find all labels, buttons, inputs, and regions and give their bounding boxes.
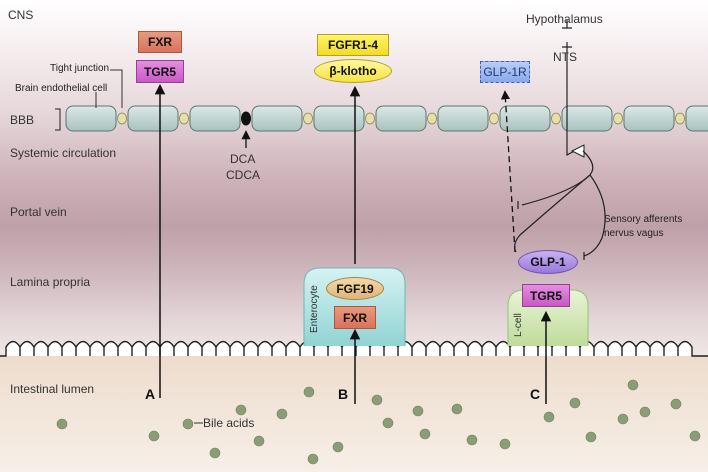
nervus-vagus-label: nervus vagus — [604, 228, 664, 239]
bile-acid-dot — [412, 405, 424, 417]
tight-junction — [551, 112, 561, 125]
tight-junction-pointer — [110, 69, 123, 108]
nodose-ganglion-icon — [570, 144, 585, 158]
bile-acid-dot — [253, 435, 265, 447]
tight-junction — [489, 112, 499, 125]
bile-acid-dot — [466, 434, 478, 446]
bile-acid-dot — [148, 430, 160, 442]
pathway-b-label: B — [338, 386, 349, 402]
l-cell-label: L-cell — [513, 313, 524, 337]
bile-acid-dot — [689, 430, 701, 442]
blood-brain-barrier — [65, 105, 708, 132]
region-bbb: BBB — [10, 113, 35, 127]
endothelial-cell — [561, 105, 613, 132]
fgf19-hormone: FGF19 — [326, 277, 384, 300]
endothelial-cell — [499, 105, 551, 132]
endothelial-cell — [375, 105, 427, 132]
tight-junction — [427, 112, 437, 125]
bile-acid-dot — [585, 431, 597, 443]
bile-acid-dot — [419, 428, 431, 440]
nts-synapse-mark — [562, 42, 572, 48]
tgr5-l-cell-receptor: TGR5 — [522, 284, 570, 307]
region-lamina-propria: Lamina propria — [10, 275, 91, 289]
bile-acid-dot — [307, 453, 319, 465]
endothelial-cell — [251, 105, 303, 132]
beta-klotho-coreceptor: β-klotho — [314, 59, 392, 83]
tight-junction — [675, 112, 685, 125]
endothelial-cell — [313, 105, 365, 132]
fgfr1-4-receptor: FGFR1-4 — [317, 34, 389, 56]
region-intestinal-lumen: Intestinal lumen — [10, 382, 95, 396]
sensory-afferents-label: Sensory afferents — [604, 214, 683, 225]
tight-junction-label: Tight junction — [50, 63, 110, 74]
bile-acid-dot — [569, 397, 581, 409]
bile-acid-particles — [56, 379, 701, 465]
bile-acid-dot — [303, 386, 315, 398]
bile-acid-dot — [543, 411, 555, 423]
hypothalamus-label: Hypothalamus — [526, 12, 603, 26]
glp1-to-glp1r-dashed-arrow — [500, 90, 516, 253]
tight-junction — [179, 112, 189, 125]
bile-acid-dot — [617, 413, 629, 425]
fxr-cns-receptor: FXR — [138, 31, 182, 53]
endothelial-cell — [623, 105, 675, 132]
glp-1r-receptor: GLP-1R — [480, 61, 530, 83]
intestinal-lumen-area — [0, 355, 708, 472]
region-systemic-circulation: Systemic circulation — [10, 146, 117, 160]
endothelial-cell — [437, 105, 489, 132]
region-portal-vein: Portal vein — [10, 205, 67, 219]
bile-acid-dot — [499, 438, 511, 450]
bbb-bracket — [55, 108, 61, 131]
bile-acid-dot — [670, 398, 682, 410]
region-cns: CNS — [8, 8, 34, 22]
bile-acid-dot — [371, 394, 383, 406]
enterocyte-label: Enterocyte — [309, 285, 320, 333]
dca-label: DCA — [230, 152, 256, 166]
cdca-label: CDCA — [226, 168, 261, 182]
tight-junction — [117, 112, 127, 125]
bile-acid-dot — [209, 447, 221, 459]
vagal-afferent-to-glp1 — [514, 174, 591, 253]
dca-transporter-junction — [241, 111, 251, 126]
fxr-enterocyte-receptor: FXR — [334, 306, 376, 329]
vagal-afferent-branch-lower — [583, 174, 606, 260]
endothelial-cell — [189, 105, 241, 132]
bile-acid-dot — [276, 408, 288, 420]
hypothalamus-synapse-mark — [562, 20, 572, 29]
bile-acid-dot — [639, 406, 651, 418]
tgr5-cns-receptor: TGR5 — [136, 60, 184, 83]
nts-label: NTS — [553, 50, 577, 64]
tight-junction — [365, 112, 375, 125]
tight-junction — [613, 112, 623, 125]
tight-junction — [303, 112, 313, 125]
bile-acid-dot — [56, 418, 68, 430]
bile-acids-label: Bile acids — [203, 416, 255, 430]
bile-acid-dot — [627, 379, 639, 391]
pathway-a-label: A — [145, 386, 156, 402]
endothelial-cell — [65, 105, 117, 132]
bile-acid-dot — [332, 441, 344, 453]
bile-acid-dot — [451, 403, 463, 415]
endothelial-cell — [127, 105, 179, 132]
bile-acid-dot — [235, 404, 247, 416]
bile-acid-dot — [182, 418, 194, 430]
brain-endothelial-cell-label: Brain endothelial cell — [15, 83, 108, 94]
glp-1-hormone: GLP-1 — [518, 250, 578, 274]
pathway-c-label: C — [530, 386, 541, 402]
bile-acid-dot — [382, 417, 394, 429]
endothelial-cell — [685, 105, 708, 132]
